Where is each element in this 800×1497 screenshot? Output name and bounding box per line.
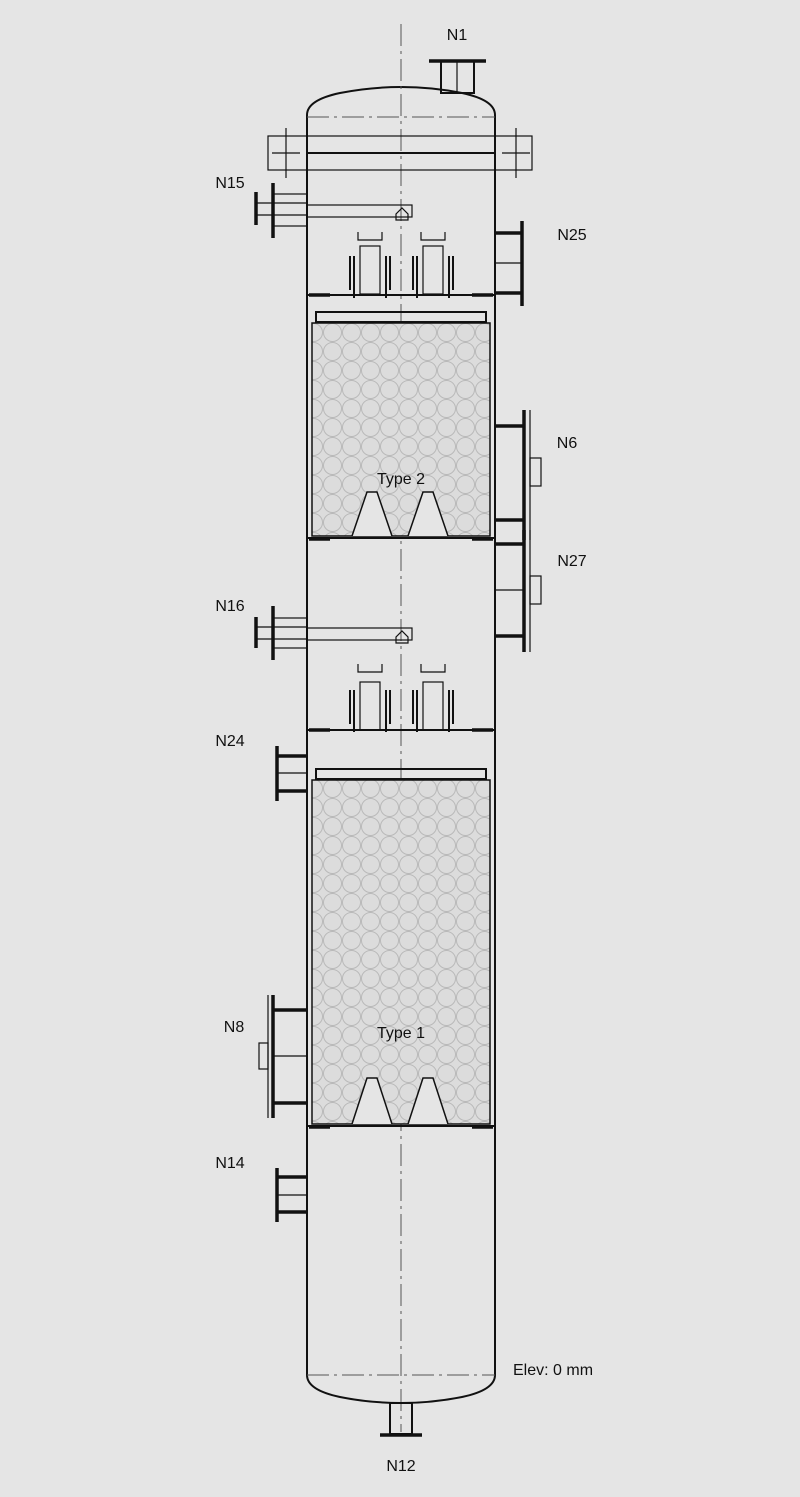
upper-distributor — [307, 232, 495, 298]
lower-packed-bed — [307, 768, 495, 1129]
nozzle-n27 — [495, 530, 542, 652]
label-n15: N15 — [215, 175, 244, 192]
nozzle-n6 — [495, 410, 542, 540]
label-n27: N27 — [557, 553, 586, 570]
label-n14: N14 — [215, 1155, 244, 1172]
top-support-bracket — [267, 128, 533, 178]
label-n6: N6 — [557, 435, 578, 452]
label-n1: N1 — [447, 27, 468, 44]
nozzle-n1 — [429, 59, 486, 94]
nozzle-n16 — [254, 606, 413, 660]
nozzle-n8 — [258, 995, 307, 1118]
label-n16: N16 — [215, 598, 244, 615]
nozzle-n15 — [254, 183, 413, 238]
nozzle-n25 — [495, 221, 524, 306]
label-n25: N25 — [557, 227, 586, 244]
label-n12: N12 — [386, 1458, 415, 1475]
column-shell — [306, 85, 496, 1405]
label-n8: N8 — [224, 1019, 245, 1036]
elevation-label: Elev: 0 mm — [513, 1362, 593, 1379]
nozzle-n12 — [380, 1402, 422, 1437]
upper-packed-bed — [307, 311, 495, 541]
nozzle-n24 — [275, 746, 307, 801]
label-n24: N24 — [215, 733, 244, 750]
label-upper-bed: Type 2 — [377, 471, 425, 488]
nozzle-n14 — [275, 1168, 307, 1222]
middle-distributor — [307, 664, 495, 732]
label-lower-bed: Type 1 — [377, 1025, 425, 1042]
